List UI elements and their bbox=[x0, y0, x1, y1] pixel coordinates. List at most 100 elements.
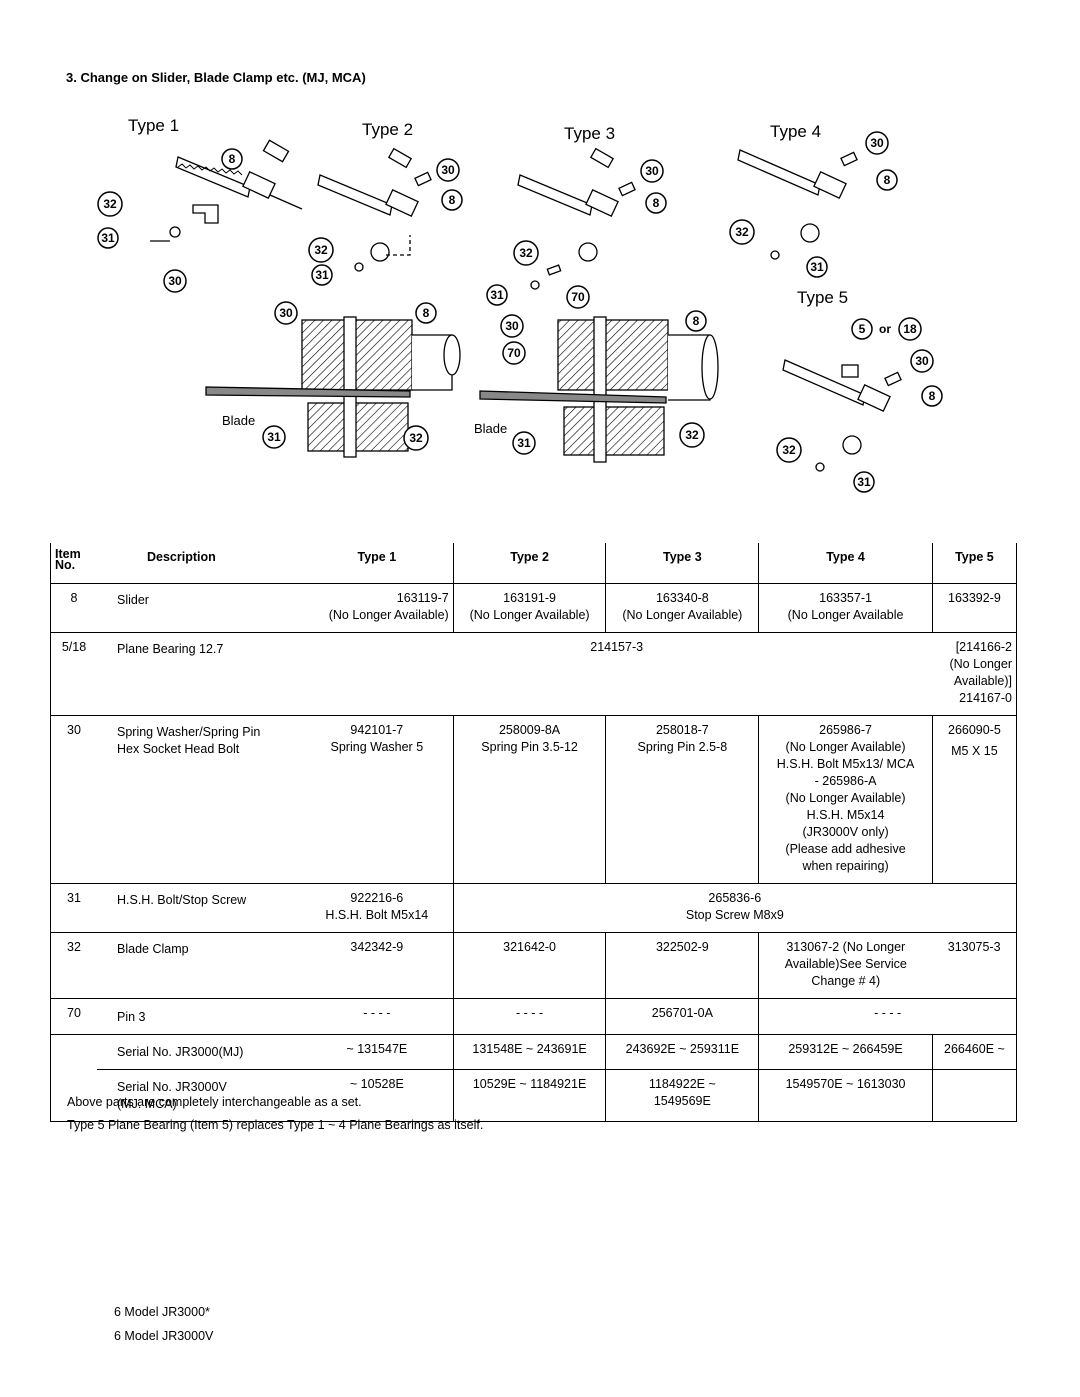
part-note: Spring Washer 5 bbox=[330, 740, 424, 754]
part-number: 265836-6 bbox=[708, 891, 762, 905]
type-2-label: Type 2 bbox=[362, 120, 413, 139]
callout-8: 8 bbox=[449, 193, 456, 207]
header-type3: Type 3 bbox=[605, 543, 759, 584]
description-line: (MJ. MCA) bbox=[117, 1097, 177, 1111]
header-type4: Type 4 bbox=[758, 543, 933, 584]
type-5-callouts: 5 or 18 30 8 32 31 bbox=[776, 317, 943, 493]
type-4-exploded-view bbox=[737, 149, 858, 260]
description-line: Spring Washer/Spring Pin bbox=[117, 725, 261, 739]
type2-cell: 163191-9 (No Longer Available) bbox=[452, 583, 606, 633]
part-number: 163392-9 bbox=[948, 591, 1001, 605]
description: Pin 3 bbox=[97, 998, 301, 1035]
section-view-right-callouts: 30 8 70 31 32 Blade bbox=[474, 310, 707, 455]
part-note: Spring Pin 2.5-8 bbox=[637, 740, 728, 754]
header-type5: Type 5 bbox=[931, 543, 1018, 584]
part-note: (No Longer Available) bbox=[328, 608, 449, 622]
callout-31: 31 bbox=[315, 268, 329, 282]
callout-30: 30 bbox=[915, 354, 929, 368]
callout-30: 30 bbox=[645, 164, 659, 178]
part-note: H.S.H. Bolt M5x13/ MCA bbox=[776, 757, 915, 771]
table-row: 31 H.S.H. Bolt/Stop Screw 922216-6 H.S.H… bbox=[50, 883, 1018, 933]
type-2-callouts: 30 8 32 31 bbox=[308, 158, 463, 286]
section-view-left-callouts: 30 8 31 32 Blade bbox=[222, 301, 437, 451]
parts-table: Item No. Description Type 1 Type 2 Type … bbox=[50, 543, 1018, 1122]
part-number: 214167-0 bbox=[959, 691, 1012, 705]
callout-30: 30 bbox=[279, 306, 293, 320]
type-5-exploded-view bbox=[782, 359, 902, 472]
description: Slider bbox=[97, 583, 301, 633]
type5-cell: 313075-3 bbox=[932, 932, 1018, 999]
section-view-right bbox=[479, 316, 719, 463]
part-note: Available)] bbox=[953, 674, 1012, 688]
part-note: (JR3000V only) bbox=[802, 825, 889, 839]
type-4-label: Type 4 bbox=[770, 122, 821, 141]
type4-cell: 265986-7 (No Longer Available) H.S.H. Bo… bbox=[758, 715, 933, 884]
type2-cell: 10529E ~ 1184921E bbox=[452, 1069, 606, 1122]
type4-cell: 163357-1 (No Longer Available bbox=[758, 583, 933, 633]
serial-range: 1184922E ~ bbox=[648, 1077, 716, 1091]
item-no: 5/18 bbox=[50, 632, 97, 716]
type1-cell: - - - - bbox=[301, 998, 454, 1035]
item-no: 70 bbox=[50, 998, 97, 1035]
footer-model-2: 6 Model JR3000V bbox=[114, 1329, 214, 1343]
part-note: (No Longer Available) bbox=[469, 608, 590, 622]
type4-cell: 313067-2 (No Longer Available)See Servic… bbox=[758, 932, 933, 999]
type3-cell: 256701-0A bbox=[605, 998, 759, 1035]
parts-diagram-svg: Type 1 Type 2 Type 3 Type 4 Type 5 8 32 … bbox=[97, 116, 943, 493]
callout-32: 32 bbox=[685, 428, 699, 442]
item-no: 30 bbox=[50, 715, 97, 884]
callout-8: 8 bbox=[929, 389, 936, 403]
type1-cell: ~ 131547E bbox=[301, 1034, 454, 1070]
table-row: Serial No. JR3000V (MJ. MCA) ~ 10528E 10… bbox=[50, 1069, 1018, 1122]
callout-70: 70 bbox=[507, 346, 521, 360]
part-number: 313067-2 (No Longer bbox=[786, 940, 906, 954]
part-note: (No Longer Available) bbox=[785, 740, 906, 754]
callout-8: 8 bbox=[884, 173, 891, 187]
part-note: Available)See Service bbox=[784, 957, 907, 971]
part-number: - 265986-A bbox=[814, 774, 877, 788]
type4-cell: 1549570E ~ 1613030 bbox=[758, 1069, 933, 1122]
callout-70: 70 bbox=[571, 290, 585, 304]
part-number: 258009-8A bbox=[498, 723, 561, 737]
type2-cell: - - - - bbox=[452, 998, 606, 1035]
callout-30: 30 bbox=[441, 163, 455, 177]
callout-32: 32 bbox=[782, 443, 796, 457]
blade-label: Blade bbox=[474, 421, 507, 436]
callout-5: 5 bbox=[859, 322, 866, 336]
blade-label: Blade bbox=[222, 413, 255, 428]
part-number: 922216-6 bbox=[350, 891, 404, 905]
table-row: 70 Pin 3 - - - - - - - - 256701-0A - - -… bbox=[50, 998, 1017, 1035]
type5-cell: 266090-5 M5 X 15 bbox=[931, 715, 1018, 884]
type-3-exploded-view bbox=[517, 147, 636, 290]
header-item: Item bbox=[55, 547, 81, 561]
type-1-callouts: 8 32 31 30 bbox=[97, 148, 243, 293]
type1-cell: 922216-6 H.S.H. Bolt M5x14 bbox=[301, 883, 454, 933]
part-number: 313075-3 bbox=[947, 940, 1001, 954]
type3-cell: 243692E ~ 259311E bbox=[605, 1034, 759, 1070]
type5-bearing-note: Type 5 Plane Bearing (Item 5) replaces T… bbox=[67, 1118, 484, 1132]
description-line: Serial No. JR3000V bbox=[117, 1080, 227, 1094]
type4-cell: 259312E ~ 266459E bbox=[758, 1034, 933, 1070]
description: H.S.H. Bolt/Stop Screw bbox=[97, 883, 301, 933]
callout-32: 32 bbox=[519, 246, 533, 260]
type1-cell: ~ 10528E bbox=[301, 1069, 454, 1122]
part-number: 321642-0 bbox=[503, 940, 556, 954]
serial-range: 1549569E bbox=[653, 1094, 711, 1108]
callout-8: 8 bbox=[423, 306, 430, 320]
type-1-label: Type 1 bbox=[128, 116, 179, 135]
callout-31: 31 bbox=[490, 288, 504, 302]
callout-8: 8 bbox=[693, 314, 700, 328]
type4-5-cell: - - - - bbox=[758, 998, 1017, 1035]
header-item-no: Item No. bbox=[50, 543, 97, 584]
type5-cell: 266460E ~ bbox=[931, 1034, 1018, 1070]
part-number: 342342-9 bbox=[350, 940, 404, 954]
part-number: 258018-7 bbox=[655, 723, 709, 737]
callout-8: 8 bbox=[229, 152, 236, 166]
footer-model-1: 6 Model JR3000* bbox=[114, 1305, 210, 1319]
description: Blade Clamp bbox=[97, 932, 301, 999]
callout-30: 30 bbox=[505, 319, 519, 333]
part-number: 163340-8 bbox=[655, 591, 709, 605]
table-row: 30 Spring Washer/Spring Pin Hex Socket H… bbox=[50, 715, 1018, 884]
type5-cell: [214166-2 (No Longer Available)] 214167-… bbox=[932, 632, 1018, 716]
header-type1: Type 1 bbox=[301, 543, 454, 584]
